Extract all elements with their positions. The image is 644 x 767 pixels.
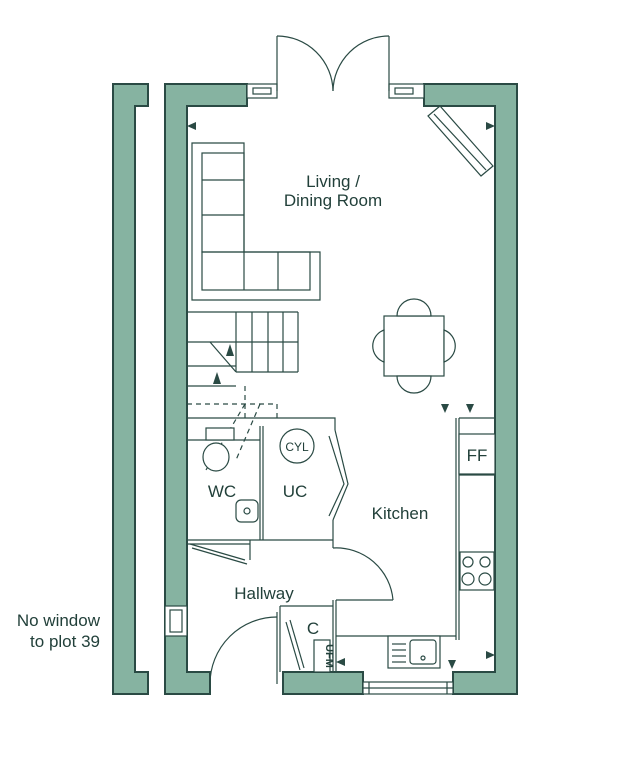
sofa xyxy=(191,142,321,301)
wc-label: WC xyxy=(208,482,236,501)
partitions xyxy=(187,417,495,672)
kitchen-units xyxy=(458,433,496,591)
uc-doors[interactable] xyxy=(328,429,349,521)
living-room-label-2: Dining Room xyxy=(284,191,382,210)
french-doors[interactable] xyxy=(246,35,425,99)
cupboard-door[interactable] xyxy=(285,619,331,673)
tv-unit xyxy=(427,105,494,177)
staircase xyxy=(187,311,299,471)
dimension-markers xyxy=(187,122,495,669)
utility-meter-label: UFM xyxy=(323,644,335,668)
kitchen-sink xyxy=(387,635,441,669)
living-room-label-1: Living / xyxy=(306,172,360,191)
front-door[interactable] xyxy=(209,612,278,694)
right-wall xyxy=(423,83,518,695)
hallway-label: Hallway xyxy=(234,584,294,603)
cylinder-icon xyxy=(279,428,315,464)
kitchen-label: Kitchen xyxy=(372,504,429,523)
dining-table xyxy=(372,298,456,394)
side-window xyxy=(164,605,188,637)
kitchen-door[interactable] xyxy=(332,547,394,601)
uc-label: UC xyxy=(283,482,308,501)
cylinder-label: CYL xyxy=(285,440,309,454)
kitchen-window xyxy=(362,681,454,695)
cupboard-label: C xyxy=(307,619,319,638)
note-line-1: No window xyxy=(16,611,100,630)
neighbour-wall xyxy=(112,83,149,695)
wc-fixtures xyxy=(202,427,259,523)
fridge-freezer-label: FF xyxy=(467,446,488,465)
note-line-2: to plot 39 xyxy=(30,632,100,651)
bottom-wall-left xyxy=(282,671,364,695)
party-wall-note: No window to plot 39 xyxy=(0,610,100,652)
wc-door[interactable] xyxy=(189,543,248,565)
